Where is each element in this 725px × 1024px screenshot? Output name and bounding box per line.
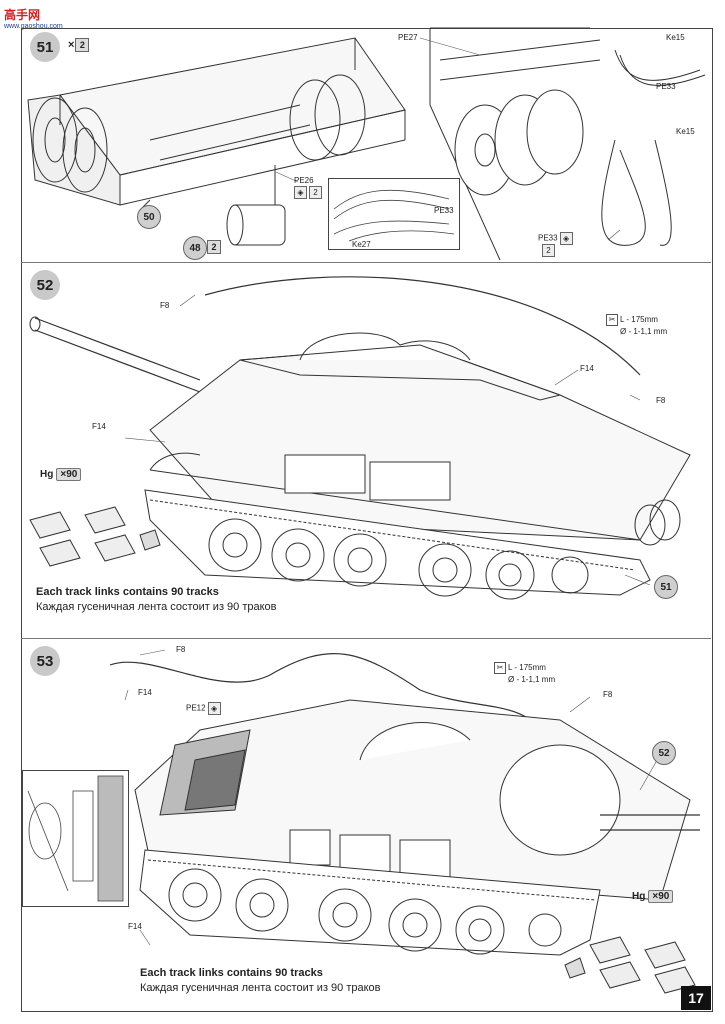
track-part-code: Hg <box>40 469 54 480</box>
wire-diameter: Ø - 1-1,1 mm <box>620 327 668 336</box>
part-label-f14-b: F14 <box>128 922 142 931</box>
track-part-step52: Hg ×90 <box>40 468 82 481</box>
step-51-multiplier: × 2 <box>68 38 90 52</box>
caption-step53: Each track links contains 90 tracks Кажд… <box>140 966 381 996</box>
track-part-step53: Hg ×90 <box>632 890 674 903</box>
part-label-f8-a: F8 <box>176 645 186 654</box>
callout-48-multiplier: 2 <box>207 240 221 254</box>
callout-52: 52 <box>652 741 676 765</box>
wire-spec-step52: ✂L - 175mm Ø - 1-1,1 mm <box>606 314 667 338</box>
detail-inset-rear <box>22 770 129 907</box>
part-label-ke15-a: Ke15 <box>666 33 685 42</box>
cut-wire-icon: ✂ <box>606 314 618 326</box>
part-label-f8-b: F8 <box>656 396 666 405</box>
callout-50: 50 <box>137 205 161 229</box>
wire-length: L - 175mm <box>508 663 546 672</box>
part-label-pe33-b: PE33 <box>434 206 454 215</box>
part-label-pe33-c: PE33◈ <box>538 232 573 245</box>
part-label-pe33-c-multiplier: 2 <box>540 244 555 257</box>
part-label-pe12: PE12◈ <box>186 702 221 715</box>
track-count: ×90 <box>56 468 82 481</box>
multiplier-value: 2 <box>207 240 221 254</box>
step-separator <box>21 638 711 639</box>
etch-icon: ◈ <box>294 186 307 199</box>
watermark-logo: 高手网 www.gaoshou.com <box>4 6 63 30</box>
part-label-ke15-b: Ke15 <box>676 127 695 136</box>
caption-russian: Каждая гусеничная лента состоит из 90 тр… <box>140 982 381 994</box>
step-number-52: 52 <box>30 270 60 300</box>
tow-cable-drawing <box>601 49 706 246</box>
part-label-f14-a: F14 <box>138 688 152 697</box>
caption-english: Each track links contains 90 tracks <box>140 967 323 979</box>
wire-length: L - 175mm <box>620 315 658 324</box>
track-links-step52 <box>29 506 161 567</box>
cut-wire-icon: ✂ <box>494 662 506 674</box>
wire-spec-step53: ✂L - 175mm Ø - 1-1,1 mm <box>494 662 555 686</box>
part-label-pe33-a: PE33 <box>656 82 676 91</box>
watermark-name: 高手网 <box>4 8 41 22</box>
watermark-url: www.gaoshou.com <box>4 23 63 30</box>
track-links-step53 <box>564 936 696 994</box>
page-frame <box>21 28 713 1012</box>
callout-48: 48 <box>183 236 207 260</box>
caption-russian: Каждая гусеничная лента состоит из 90 тр… <box>36 601 277 613</box>
etch-icon: ◈ <box>559 232 573 245</box>
page-number: 17 <box>681 986 711 1010</box>
step-separator <box>21 262 711 263</box>
detail-inset-ke27 <box>328 178 460 250</box>
tank-drawing-step52 <box>29 276 691 600</box>
wheel-detail-drawing <box>429 27 601 261</box>
step-number-53: 53 <box>30 646 60 676</box>
part-label-f14-b: F14 <box>580 364 594 373</box>
part-label-f8-a: F8 <box>160 301 170 310</box>
part-label-f8-b: F8 <box>603 690 613 699</box>
part-label-f14-a: F14 <box>92 422 106 431</box>
multiply-icon: × <box>68 39 75 51</box>
step-number-51: 51 <box>30 32 60 62</box>
part-label-ke27: Ke27 <box>352 240 371 249</box>
track-part-code: Hg <box>632 891 646 902</box>
multiplier-value: 2 <box>75 38 90 52</box>
track-count: ×90 <box>648 890 674 903</box>
tank-drawing-step53 <box>109 653 700 956</box>
wire-diameter: Ø - 1-1,1 mm <box>508 675 556 684</box>
caption-english: Each track links contains 90 tracks <box>36 586 219 598</box>
part-label-pe26-multiplier: ◈2 <box>292 186 322 199</box>
etch-icon: ◈ <box>207 702 221 715</box>
part-label-pe27: PE27 <box>398 33 418 42</box>
caption-step52: Each track links contains 90 tracks Кажд… <box>36 585 277 615</box>
part-label-pe26: PE26 <box>294 176 314 185</box>
hull-underside-drawing <box>27 37 406 246</box>
callout-51: 51 <box>654 575 678 599</box>
